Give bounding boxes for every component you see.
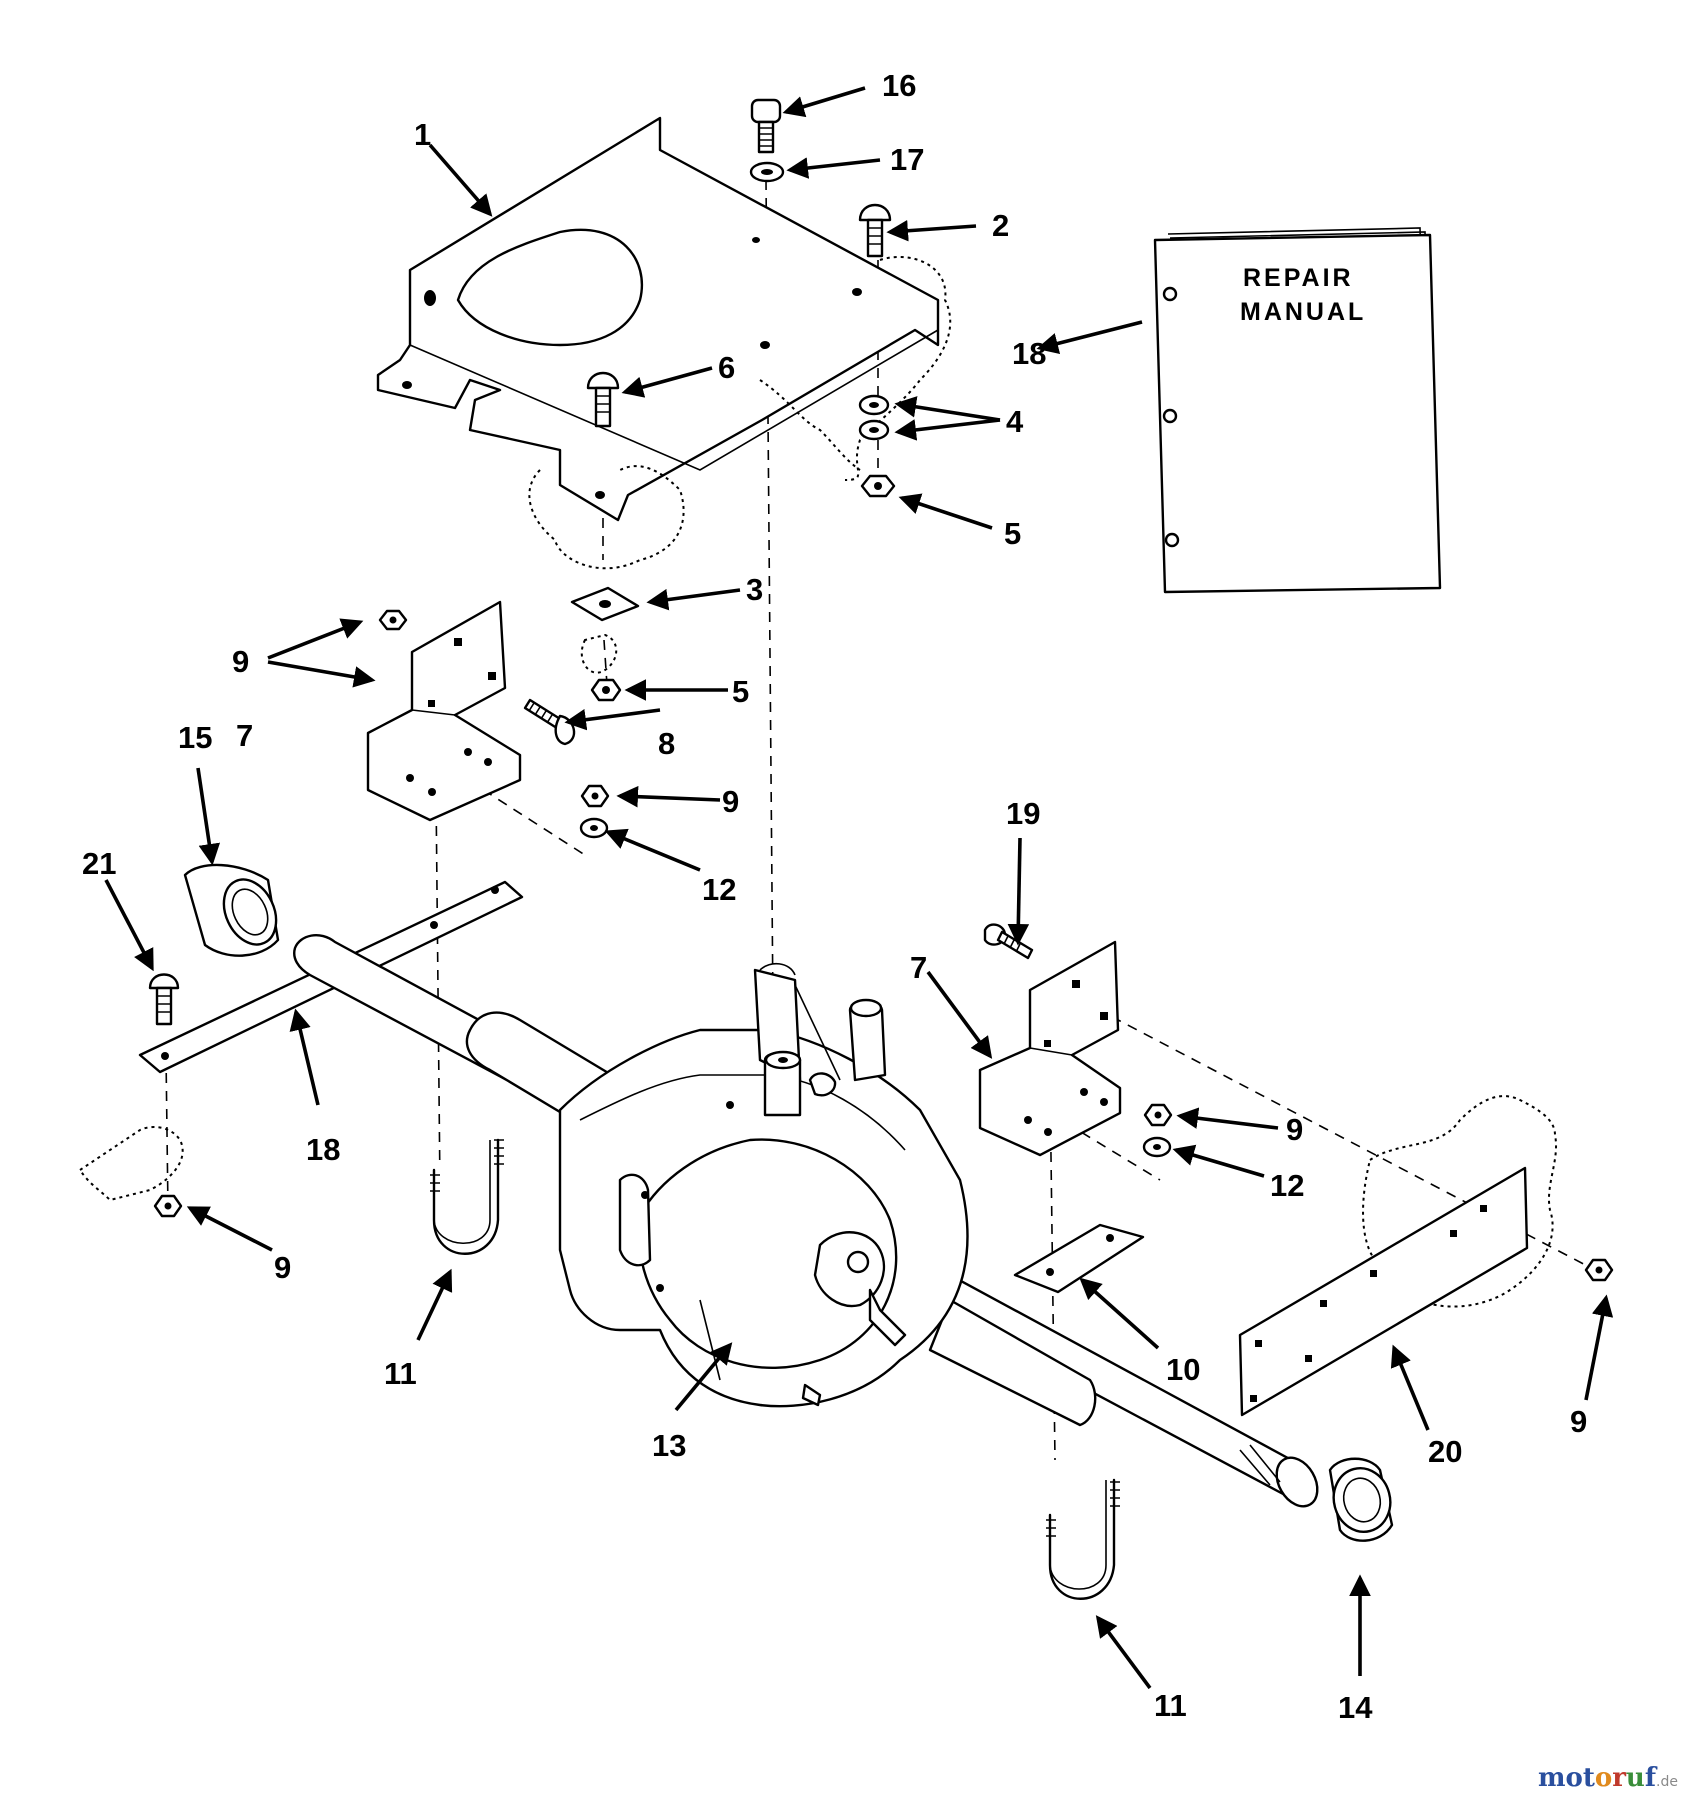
callout-9-far-right: 9 [1570,1404,1587,1439]
callout-12-mid: 12 [702,872,736,907]
carriage-bolt-6 [586,371,620,428]
callout-19: 19 [1006,796,1040,831]
callout-16: 16 [882,68,916,103]
mounting-plate [376,116,952,570]
manual-title-line2: MANUAL [1240,298,1366,326]
callout-4: 4 [1006,404,1024,439]
callout-5-upper: 5 [1004,516,1021,551]
carriage-bolt-16 [750,98,782,154]
callout-17: 17 [890,142,924,177]
callout-8: 8 [658,726,675,761]
bolt-19 [983,923,1034,960]
callout-13: 13 [652,1428,686,1463]
bar-20 [1238,1166,1529,1417]
callout-18-manual: 18 [1012,336,1046,371]
callout-21: 21 [82,846,116,881]
watermark-tld: .de [1656,1774,1678,1790]
callout-10: 10 [1166,1352,1200,1387]
u-bolt-11-left [430,1138,504,1255]
hex-nut-5-upper [860,474,896,498]
callout-7-left: 7 [236,718,253,753]
washer-12-right [1142,1136,1172,1158]
callout-20: 20 [1428,1434,1462,1469]
callout-9-bottom-left: 9 [274,1250,291,1285]
callout-3: 3 [746,572,763,607]
manual-title-line1: REPAIR [1243,264,1354,292]
callout-9-mid: 9 [722,784,739,819]
washers-4 [858,394,890,441]
svg-text:motoruf.de: motoruf.de [1538,1763,1678,1793]
hex-nut-9-bottom-left [153,1194,183,1218]
callout-11-right: 11 [1154,1688,1187,1723]
washer-12-mid [579,817,609,839]
bushing-14 [1328,1457,1394,1542]
bolt-8 [523,698,576,746]
plate-10 [1013,1223,1145,1294]
callout-1: 1 [414,117,431,152]
callout-14: 14 [1338,1690,1373,1725]
frame-outline-left [78,1126,184,1202]
callout-2: 2 [992,208,1009,243]
square-spacer-3 [570,586,640,622]
bushing-15 [183,863,280,957]
callout-9-top-left: 9 [232,644,249,679]
hex-nut-5-lower [590,678,622,702]
carriage-bolt-2 [858,203,892,258]
lock-washer-17 [749,161,785,183]
angle-bracket-left [366,600,522,822]
hex-nut-9-far-right [1584,1258,1614,1282]
callout-18-brace: 18 [306,1132,340,1167]
angle-bracket-right [978,940,1122,1157]
u-bolt-11-right [1046,1478,1120,1600]
callout-5-lower: 5 [732,674,749,709]
repair-manual: REPAIR MANUAL [1153,227,1442,594]
callout-11-left: 11 [384,1356,417,1391]
transaxle-13 [558,962,969,1408]
watermark-logo: motoruf.de [1538,1763,1678,1793]
hex-nut-9-mid [580,784,610,808]
callout-6: 6 [718,350,735,385]
carriage-bolt-21 [148,973,180,1026]
callout-9-right-mid: 9 [1286,1112,1303,1147]
hex-nut-9-top-left [378,609,408,631]
callout-12-right: 12 [1270,1168,1304,1203]
hex-nut-9-right-mid [1143,1103,1173,1127]
callout-15: 15 [178,720,212,755]
callout-labels: 1 16 17 2 18 6 4 5 3 5 8 9 7 15 9 12 21 … [82,68,1587,1725]
callout-7-right: 7 [910,950,927,985]
spacer-outline-hidden [580,633,618,674]
leader-arrows [104,86,1614,1690]
